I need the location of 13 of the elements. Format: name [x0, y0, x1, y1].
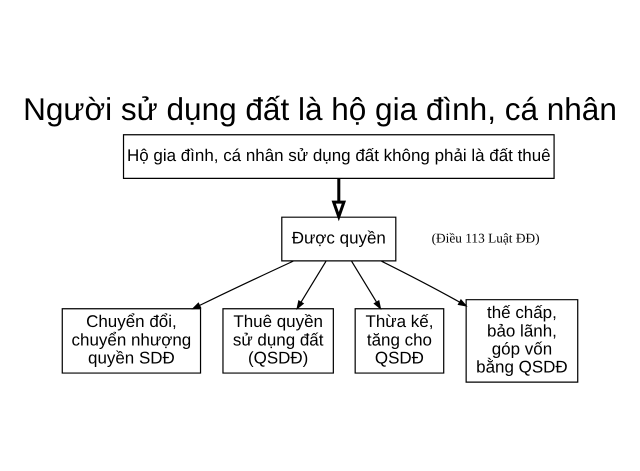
node-box: Được quyền [281, 216, 396, 261]
arrow [191, 260, 294, 310]
arrow [380, 260, 468, 306]
arrow [332, 178, 346, 221]
label: (Điều 113 Luật ĐĐ) [432, 230, 540, 245]
arrow [296, 260, 326, 310]
node-box: thế chấp, bảo lãnh, góp vốn bằng QSDĐ [466, 298, 578, 382]
node-box: Hộ gia đình, cá nhân sử dụng đất không phải là đất thuê [122, 134, 555, 178]
node-box: Chuyển đổi, chuyển nhượng quyền SDĐ [62, 308, 202, 374]
arrow [351, 260, 382, 310]
node-box: Thuê quyền sử dụng đất (QSDĐ) [222, 308, 334, 374]
diagram-title: Người sử dụng đất là hộ gia đình, cá nhân [23, 90, 617, 126]
node-box: Thừa kế, tăng cho QSDĐ [354, 308, 444, 374]
